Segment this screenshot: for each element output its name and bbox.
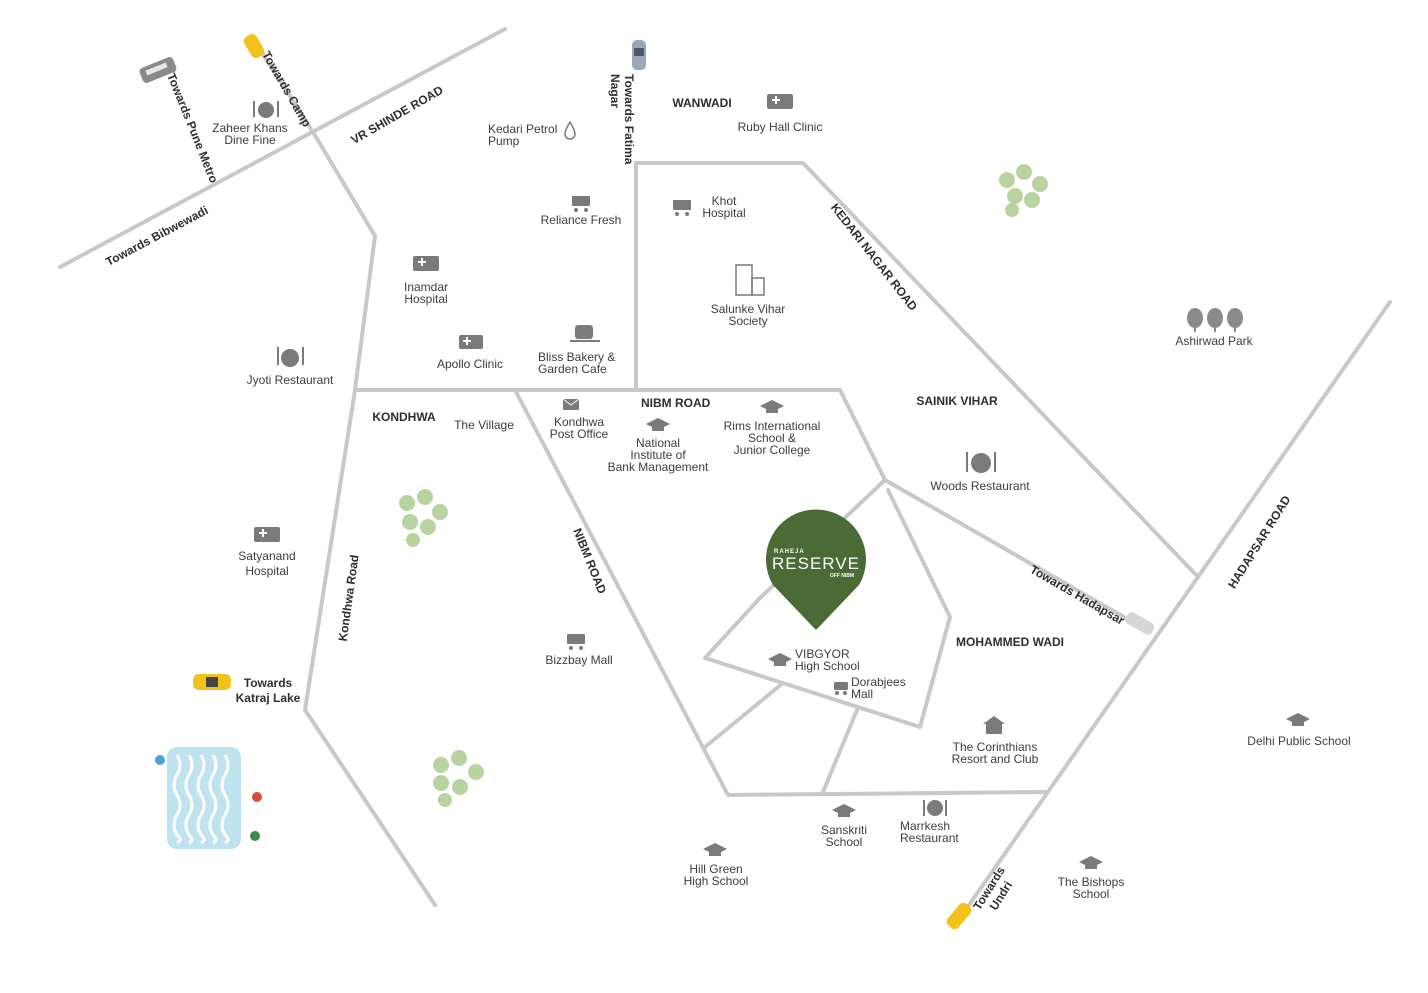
trees-kondhwa xyxy=(399,489,448,547)
bakery-cup-icon xyxy=(570,325,600,342)
place-marrkesh-restaurant: Marrkesh Restaurant xyxy=(900,819,959,845)
place-ruby-hall-clinic: Ruby Hall Clinic xyxy=(737,120,823,134)
pin-brand-main: RESERVE xyxy=(772,554,860,573)
place-jyoti-restaurant: Jyoti Restaurant xyxy=(246,373,334,387)
icon-layer xyxy=(253,94,1310,869)
jyoti-restaurant-icon xyxy=(277,347,304,367)
place-the-village: The Village xyxy=(454,418,514,432)
khot-cart-icon xyxy=(673,200,691,216)
place-kedari-petrol-pump: Kedari Petrol Pump xyxy=(488,122,558,148)
road-towards-hadapsar xyxy=(883,478,1145,630)
vibgyor-school-icon xyxy=(768,653,792,666)
project-location-pin xyxy=(766,509,867,630)
place-vibgyor-school: VIBGYOR High School xyxy=(795,647,860,673)
taxi-undri-icon xyxy=(946,902,972,930)
place-reliance-fresh: Reliance Fresh xyxy=(540,213,622,227)
place-bishops-school: The Bishops School xyxy=(1057,875,1125,901)
road-kedari-nagar xyxy=(634,161,1200,579)
place-khot-hospital: Khot Hospital xyxy=(702,194,746,220)
zaheer-restaurant-icon xyxy=(253,101,279,118)
place-nibm-institute: National Institute of Bank Management xyxy=(607,436,709,474)
place-satyanand-hospital: Satyanand Hospital xyxy=(238,549,296,578)
pin-brand-top: RAHEJA xyxy=(774,549,805,555)
satyanand-hospital-icon xyxy=(254,527,280,542)
road-vr-shinde xyxy=(58,27,507,269)
ruby-hall-hospital-icon xyxy=(767,94,793,109)
place-delhi-public-school: Delhi Public School xyxy=(1247,734,1351,748)
post-office-icon xyxy=(562,398,580,410)
reliance-cart-icon xyxy=(572,196,590,212)
road-network xyxy=(58,27,1392,917)
pin-brand-sub: OFF NIBM xyxy=(829,573,854,579)
trees-wanwadi xyxy=(999,164,1048,217)
road-towards-camp xyxy=(253,40,437,907)
pin-brand: RAHEJA RESERVE OFF NIBM xyxy=(766,549,866,579)
label-towards-fatima-nagar: Towards Fatima Nagar xyxy=(608,74,636,165)
road-hadapsar xyxy=(960,300,1392,917)
metro-train-icon xyxy=(139,57,177,83)
trees-south xyxy=(433,750,484,807)
delhi-school-icon xyxy=(1286,713,1310,726)
inamdar-hospital-icon xyxy=(413,256,439,271)
place-rims-school: Rims International School & Junior Colle… xyxy=(723,419,821,457)
label-towards-katraj-lake: Towards Katraj Lake xyxy=(235,676,301,705)
bizzbay-cart-icon xyxy=(567,634,585,650)
ashirwad-park-trees xyxy=(1187,308,1243,332)
lake xyxy=(155,747,262,849)
car-fatima-icon xyxy=(632,40,646,70)
place-dorabjees-mall: Dorabjees Mall xyxy=(851,675,906,701)
area-mohammed-wadi: MOHAMMED WADI xyxy=(956,635,1064,649)
apollo-clinic-icon xyxy=(459,335,483,349)
road-inner-2 xyxy=(821,708,859,794)
place-zaheer-khans: Zaheer Khans Dine Fine xyxy=(212,121,288,147)
area-kondhwa: KONDHWA xyxy=(372,410,436,424)
road-inner-1 xyxy=(703,681,785,749)
marrkesh-restaurant-icon xyxy=(923,800,947,816)
road-nibm-diag xyxy=(513,388,1050,797)
hill-green-school-icon xyxy=(703,843,727,856)
place-woods-restaurant: Woods Restaurant xyxy=(930,479,1030,493)
area-sainik-vihar: SAINIK VIHAR xyxy=(916,394,998,408)
place-ashirwad-park: Ashirwad Park xyxy=(1175,334,1253,348)
place-apollo-clinic: Apollo Clinic xyxy=(436,357,504,371)
place-corinthians-resort: The Corinthians Resort and Club xyxy=(951,740,1039,766)
place-salunke-vihar: Salunke Vihar Society xyxy=(710,302,786,328)
place-inamdar-hospital: Inamdar Hospital xyxy=(403,280,449,306)
place-hill-green-school: Hill Green High School xyxy=(683,862,749,888)
place-bizzbay-mall: Bizzbay Mall xyxy=(545,653,613,667)
place-sanskriti-school: Sanskriti School xyxy=(820,823,867,849)
petrol-drop-icon xyxy=(564,120,576,140)
society-building-icon xyxy=(735,264,765,296)
label-nibm-road-horizontal: NIBM ROAD xyxy=(641,396,711,410)
resort-house-icon xyxy=(983,716,1005,734)
woods-restaurant-icon xyxy=(966,452,996,473)
bishops-school-icon xyxy=(1079,856,1103,869)
nibm-school-icon xyxy=(646,418,670,431)
place-kondhwa-post-office: Kondhwa Post Office xyxy=(549,415,609,441)
taxi-camp-icon xyxy=(243,33,265,59)
place-bliss-bakery: Bliss Bakery & Garden Cafe xyxy=(538,350,616,376)
rims-school-icon xyxy=(760,400,784,413)
taxi-katraj-icon xyxy=(193,674,231,690)
car-hadapsar-icon xyxy=(1125,612,1155,635)
dorabjees-cart-icon xyxy=(834,682,848,695)
area-wanwadi: WANWADI xyxy=(672,96,732,110)
sanskriti-school-icon xyxy=(832,804,856,817)
